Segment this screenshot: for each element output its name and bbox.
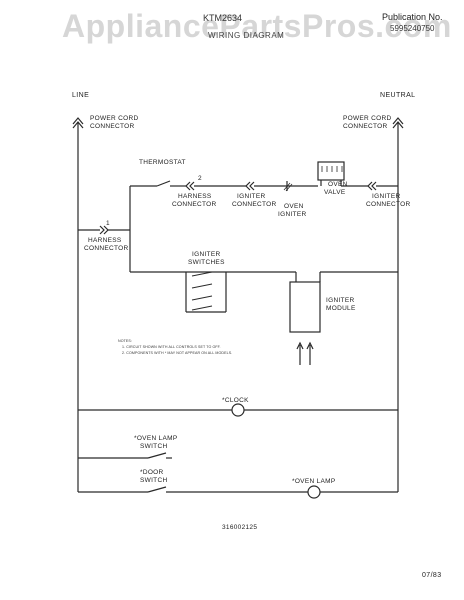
power-cord-left-line1: POWER CORD	[90, 115, 139, 122]
igniter-switches-line1: IGNITER	[192, 251, 221, 258]
igniter-switch-icon	[191, 271, 213, 277]
notes-title: NOTES:	[118, 339, 132, 343]
igniter-module-line1: IGNITER	[326, 297, 355, 304]
igniter-switches-line2: SWITCHES	[188, 259, 225, 266]
harness-pin-label: 1	[106, 220, 110, 227]
oven-valve-line2: VALVE	[324, 189, 346, 196]
power-cord-left-line2: CONNECTOR	[90, 123, 135, 130]
oven-valve-icon	[317, 161, 345, 181]
power-cord-connector-right-icon	[392, 117, 404, 125]
model-number: KTM2634	[203, 13, 243, 23]
publication-label: Publication No.	[382, 12, 443, 22]
note-2: 2. COMPONENTS WITH * MAY NOT APPEAR ON A…	[122, 351, 233, 355]
diagram-title: WIRING DIAGRAM	[208, 31, 285, 40]
oven-igniter-line2: IGNITER	[278, 211, 307, 218]
door-switch-line1: *DOOR	[140, 469, 164, 476]
power-cord-right-line1: POWER CORD	[343, 115, 392, 122]
oven-lamp-switch-line2: SWITCH	[140, 443, 168, 450]
thermostat-label: THERMOSTAT	[139, 159, 186, 166]
line-label: LINE	[72, 92, 90, 99]
drawing-number: 316002125	[222, 524, 258, 531]
igniter-module-icon	[289, 281, 321, 333]
igniter-connector-right-line1: IGNITER	[372, 193, 401, 200]
igniter-connector-mid-line1: IGNITER	[237, 193, 266, 200]
clock-icon	[231, 403, 245, 417]
harness-connector-left-line2: CONNECTOR	[84, 245, 129, 252]
harness-connector-top-line1: HARNESS	[178, 193, 212, 200]
door-switch-icon	[147, 486, 167, 493]
power-cord-connector-left-icon	[72, 117, 84, 125]
igniter-connector-mid-line2: CONNECTOR	[232, 201, 277, 208]
power-cord-right-line2: CONNECTOR	[343, 123, 388, 130]
thermostat-pin-label: 2	[198, 175, 202, 182]
oven-lamp-switch-line1: *OVEN LAMP	[134, 435, 178, 442]
igniter-module-line2: MODULE	[326, 305, 356, 312]
igniter-connector-right-line2: CONNECTOR	[366, 201, 411, 208]
oven-lamp-label: *OVEN LAMP	[292, 478, 336, 485]
clock-label: *CLOCK	[222, 397, 249, 404]
oven-lamp-icon	[307, 485, 321, 499]
note-1: 1. CIRCUIT SHOWN WITH ALL CONTROLS SET T…	[122, 345, 221, 349]
harness-connector-left-line1: HARNESS	[88, 237, 122, 244]
door-switch-line2: SWITCH	[140, 477, 168, 484]
harness-connector-top-line2: CONNECTOR	[172, 201, 217, 208]
oven-igniter-line1: OVEN	[284, 203, 304, 210]
publication-number: 5995240750	[390, 24, 435, 33]
thermostat-icon	[156, 180, 171, 187]
neutral-label: NEUTRAL	[380, 92, 416, 99]
oven-valve-line1: OVEN	[328, 181, 348, 188]
diagram-date: 07/83	[422, 572, 442, 579]
watermark: AppliancePartsPros.com	[62, 8, 452, 44]
